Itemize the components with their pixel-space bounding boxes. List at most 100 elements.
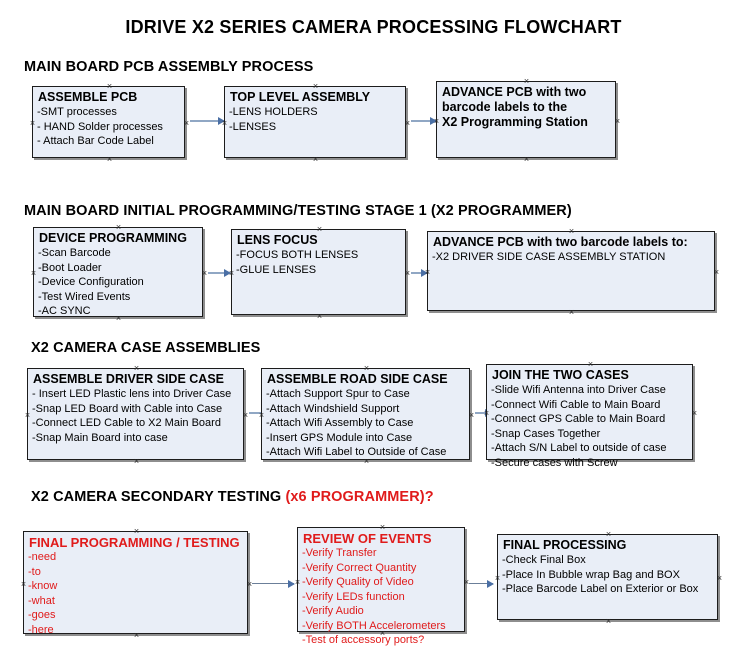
box-lines: -need -to -know -what -goes -here (24, 550, 247, 637)
list-item: -to (28, 565, 41, 578)
list-item: -Verify Correct Quantity (302, 561, 417, 574)
box-title: JOIN THE TWO CASES (492, 368, 629, 382)
connector-handle-right[interactable] (183, 120, 190, 127)
box-lines: -Verify Transfer -Verify Correct Quantit… (298, 546, 464, 648)
connector-handle-right[interactable] (404, 120, 411, 127)
box-device-programming[interactable]: DEVICE PROGRAMMING -Scan Barcode -Boot L… (33, 227, 203, 317)
box-title: ADVANCE PCB with two barcode labels to: (433, 235, 688, 249)
list-item: -Snap Cases Together (491, 427, 601, 440)
connector-handle-bottom[interactable] (316, 313, 323, 320)
list-item: -GLUE LENSES (236, 263, 317, 276)
section-heading-accent: (x6 PROGRAMMER)? (285, 489, 434, 505)
list-item: -Connect LED Cable to X2 Main Board (32, 417, 221, 429)
list-item: -Verify BOTH Accelerometers (302, 619, 446, 632)
list-item: -Attach Wifi Label to Outside of Case (266, 446, 447, 458)
list-item: -LENS HOLDERS (229, 106, 318, 118)
box-title-line3: X2 Programming Station (442, 115, 588, 129)
arrow-head-icon (218, 117, 225, 125)
box-final-processing[interactable]: FINAL PROCESSING -Check Final Box -Place… (497, 534, 718, 620)
box-title: ASSEMBLE PCB (38, 90, 138, 104)
arrow-head-icon (224, 269, 231, 277)
box-lines: -FOCUS BOTH LENSES -GLUE LENSES (232, 248, 405, 277)
list-item: -Test of accessory ports? (302, 634, 425, 646)
list-item: -Attach Wifi Assembly to Case (266, 417, 414, 429)
list-item: -Verify LEDs function (302, 590, 405, 603)
list-item: -Insert GPS Module into Case (266, 431, 413, 444)
box-assemble-driver-side-case[interactable]: ASSEMBLE DRIVER SIDE CASE - Insert LED P… (27, 368, 244, 460)
box-assemble-road-side-case[interactable]: ASSEMBLE ROAD SIDE CASE -Attach Support … (261, 368, 470, 460)
box-title: FINAL PROGRAMMING / TESTING (29, 535, 240, 550)
box-title: LENS FOCUS (237, 233, 318, 247)
connector-handle-bottom[interactable] (133, 458, 140, 465)
list-item: -Attach S/N Label to outside of case (491, 442, 667, 454)
list-item: -X2 DRIVER SIDE CASE ASSEMBLY STATION (432, 251, 666, 263)
list-item: -Slide Wifi Antenna into Driver Case (491, 384, 666, 396)
list-item: -goes (28, 609, 56, 621)
box-lines: -Check Final Box -Place In Bubble wrap B… (498, 553, 717, 597)
box-title: DEVICE PROGRAMMING (39, 231, 187, 245)
page-title: IDRIVE X2 SERIES CAMERA PROCESSING FLOWC… (125, 17, 622, 37)
list-item: -Connect GPS Cable to Main Board (491, 413, 666, 425)
connector-handle-bottom[interactable] (605, 618, 612, 625)
box-lines: -Attach Support Spur to Case -Attach Win… (262, 387, 469, 460)
list-item: -AC SYNC (38, 305, 91, 317)
box-lens-focus[interactable]: LENS FOCUS -FOCUS BOTH LENSES -GLUE LENS… (231, 229, 406, 315)
box-title: REVIEW OF EVENTS (303, 531, 432, 546)
box-lines: - Insert LED Plastic lens into Driver Ca… (28, 387, 243, 445)
list-item: -SMT processes (37, 106, 117, 118)
box-lines: -Slide Wifi Antenna into Driver Case -Co… (487, 383, 692, 470)
connector-handle-bottom[interactable] (312, 156, 319, 163)
list-item: -Verify Transfer (302, 547, 377, 559)
list-item: -LENSES (229, 120, 277, 133)
section-heading-case-assemblies: X2 CAMERA CASE ASSEMBLIES (31, 340, 261, 356)
connector-handle-bottom[interactable] (568, 309, 575, 316)
arrow-head-icon (430, 117, 437, 125)
list-item: -Scan Barcode (38, 247, 111, 259)
section-heading-main-board-pcb: MAIN BOARD PCB ASSEMBLY PROCESS (24, 59, 314, 75)
connector-handle-right[interactable] (614, 118, 621, 125)
list-item: -Snap LED Board with Cable into Case (32, 402, 223, 415)
connector-handle-bottom[interactable] (523, 156, 530, 163)
box-advance-pcb-programming-station[interactable]: ADVANCE PCB with two barcode labels to t… (436, 81, 616, 158)
box-advance-pcb-driver-side[interactable]: ADVANCE PCB with two barcode labels to: … (427, 231, 715, 311)
list-item: -here (28, 623, 54, 636)
box-title: TOP LEVEL ASSEMBLY (230, 90, 371, 104)
list-item: - Insert LED Plastic lens into Driver Ca… (32, 388, 232, 400)
box-review-of-events[interactable]: REVIEW OF EVENTS -Verify Transfer -Verif… (297, 527, 465, 646)
box-title: ASSEMBLE DRIVER SIDE CASE (33, 372, 225, 386)
section-heading-initial-programming: MAIN BOARD INITIAL PROGRAMMING/TESTING S… (24, 203, 572, 219)
list-item: -Connect Wifi Cable to Main Board (491, 398, 661, 411)
connector-handle-bottom[interactable] (106, 156, 113, 163)
connector-top-level-to-advance (411, 117, 437, 125)
connector-handle-right[interactable] (242, 412, 249, 419)
connector-handle-right[interactable] (404, 270, 411, 277)
list-item: -what (28, 594, 55, 607)
list-item: -Place In Bubble wrap Bag and BOX (502, 568, 680, 581)
list-item: -Verify Quality of Video (302, 576, 414, 588)
list-item: -Attach Support Spur to Case (266, 388, 410, 400)
box-title: FINAL PROCESSING (503, 538, 627, 552)
connector-handle-right[interactable] (691, 410, 698, 417)
connector-handle-right[interactable] (468, 412, 475, 419)
connector-assemble-pcb-to-top-level (190, 117, 225, 125)
connector-handle-right[interactable] (201, 270, 208, 277)
connector-review-to-final-processing (469, 580, 494, 588)
box-title: ADVANCE PCB with two (442, 85, 587, 99)
list-item: -Device Configuration (38, 276, 144, 288)
box-final-programming-testing[interactable]: FINAL PROGRAMMING / TESTING -need -to -k… (23, 531, 248, 637)
list-item: -FOCUS BOTH LENSES (236, 249, 359, 261)
box-title: ASSEMBLE ROAD SIDE CASE (267, 372, 448, 386)
list-item: -Verify Audio (302, 605, 364, 617)
box-join-the-two-cases[interactable]: JOIN THE TWO CASES -Slide Wifi Antenna i… (486, 364, 693, 469)
connector-lens-focus-to-advance-driver (411, 269, 428, 277)
connector-final-programming-to-review (252, 580, 295, 588)
box-title-line2: barcode labels to the (442, 100, 568, 114)
box-top-level-assembly[interactable]: TOP LEVEL ASSEMBLY -LENS HOLDERS -LENSES (224, 86, 406, 158)
box-assemble-pcb[interactable]: ASSEMBLE PCB -SMT processes - HAND Solde… (32, 86, 185, 158)
connector-handle-right[interactable] (716, 575, 723, 582)
list-item: -Place Barcode Label on Exterior or Box (502, 583, 699, 595)
connector-handle-right[interactable] (713, 269, 720, 276)
connector-device-programming-to-lens-focus (208, 269, 231, 277)
section-heading-text: X2 CAMERA SECONDARY TESTING (31, 489, 286, 505)
